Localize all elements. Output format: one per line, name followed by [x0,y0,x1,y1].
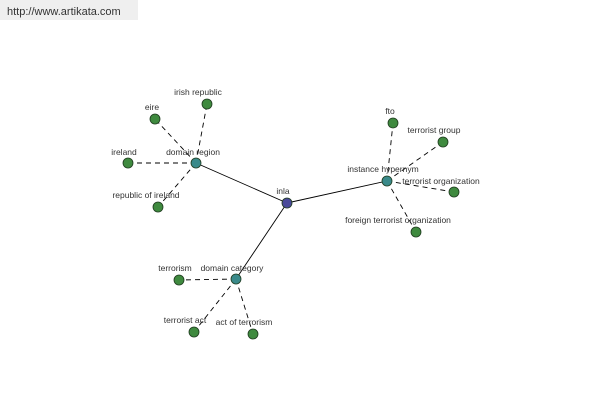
node-label-terrorism: terrorism [158,263,192,273]
node-label-instance-hypernym: instance hypernym [347,164,418,174]
edge-instance_hypernym-fto [386,122,394,182]
node-label-domain-category: domain category [201,263,265,273]
node-label-foreign-terrorist-organization: foreign terrorist organization [345,215,451,225]
node-irish-republic[interactable] [201,98,213,110]
edge-instance_hypernym-terrorist_organization [386,180,455,193]
node-label-republic-of-ireland: republic of ireland [112,190,179,200]
node-label-act-of-terrorism: act of terrorism [216,317,273,327]
node-inla[interactable] [281,197,293,209]
edge-domain_region-republic_of_ireland [157,162,197,208]
edge-domain_category-terrorism [178,278,237,281]
node-label-irish-republic: irish republic [174,87,222,97]
node-label-terrorist-act: terrorist act [164,315,207,325]
node-terrorism[interactable] [173,274,185,286]
labels-layer: inla domain region instance hypernym domain… [111,87,480,327]
edge-instance_hypernym-foreign_terrorist_organization [386,180,417,233]
node-fto[interactable] [387,117,399,129]
node-domain-region[interactable] [190,157,202,169]
node-eire[interactable] [149,113,161,125]
url-link[interactable]: http://www.artikata.com [7,6,121,18]
edge-domain_region-eire [154,118,197,164]
node-republic-of-ireland[interactable] [152,201,164,213]
edge-domain_region-irish_republic [195,103,208,164]
url-bar: http://www.artikata.com [0,0,138,20]
edge-domain_category-terrorist_act [193,278,237,333]
node-label-inla: inla [276,186,290,196]
node-label-domain-region: domain region [166,147,220,157]
node-act-of-terrorism[interactable] [247,328,259,340]
node-ireland[interactable] [122,157,134,169]
nodes-layer [122,98,460,340]
node-label-ireland: ireland [111,147,137,157]
node-terrorist-organization[interactable] [448,186,460,198]
edge-inla-instance_hypernym [286,180,388,204]
node-domain-category[interactable] [230,273,242,285]
node-terrorist-act[interactable] [188,326,200,338]
edge-inla-domain_region [195,162,288,204]
edge-instance_hypernym-terrorist_group [386,141,444,182]
node-foreign-terrorist-organization[interactable] [410,226,422,238]
edge-inla-domain_category [235,202,288,280]
node-label-terrorist-group: terrorist group [408,125,461,135]
node-label-terrorist-organization: terrorist organization [402,176,480,186]
node-label-fto: fto [385,106,395,116]
node-label-eire: eire [145,102,159,112]
node-instance-hypernym[interactable] [381,175,393,187]
edge-domain_category-act_of_terrorism [235,278,254,335]
node-terrorist-group[interactable] [437,136,449,148]
edges-layer [128,103,455,335]
